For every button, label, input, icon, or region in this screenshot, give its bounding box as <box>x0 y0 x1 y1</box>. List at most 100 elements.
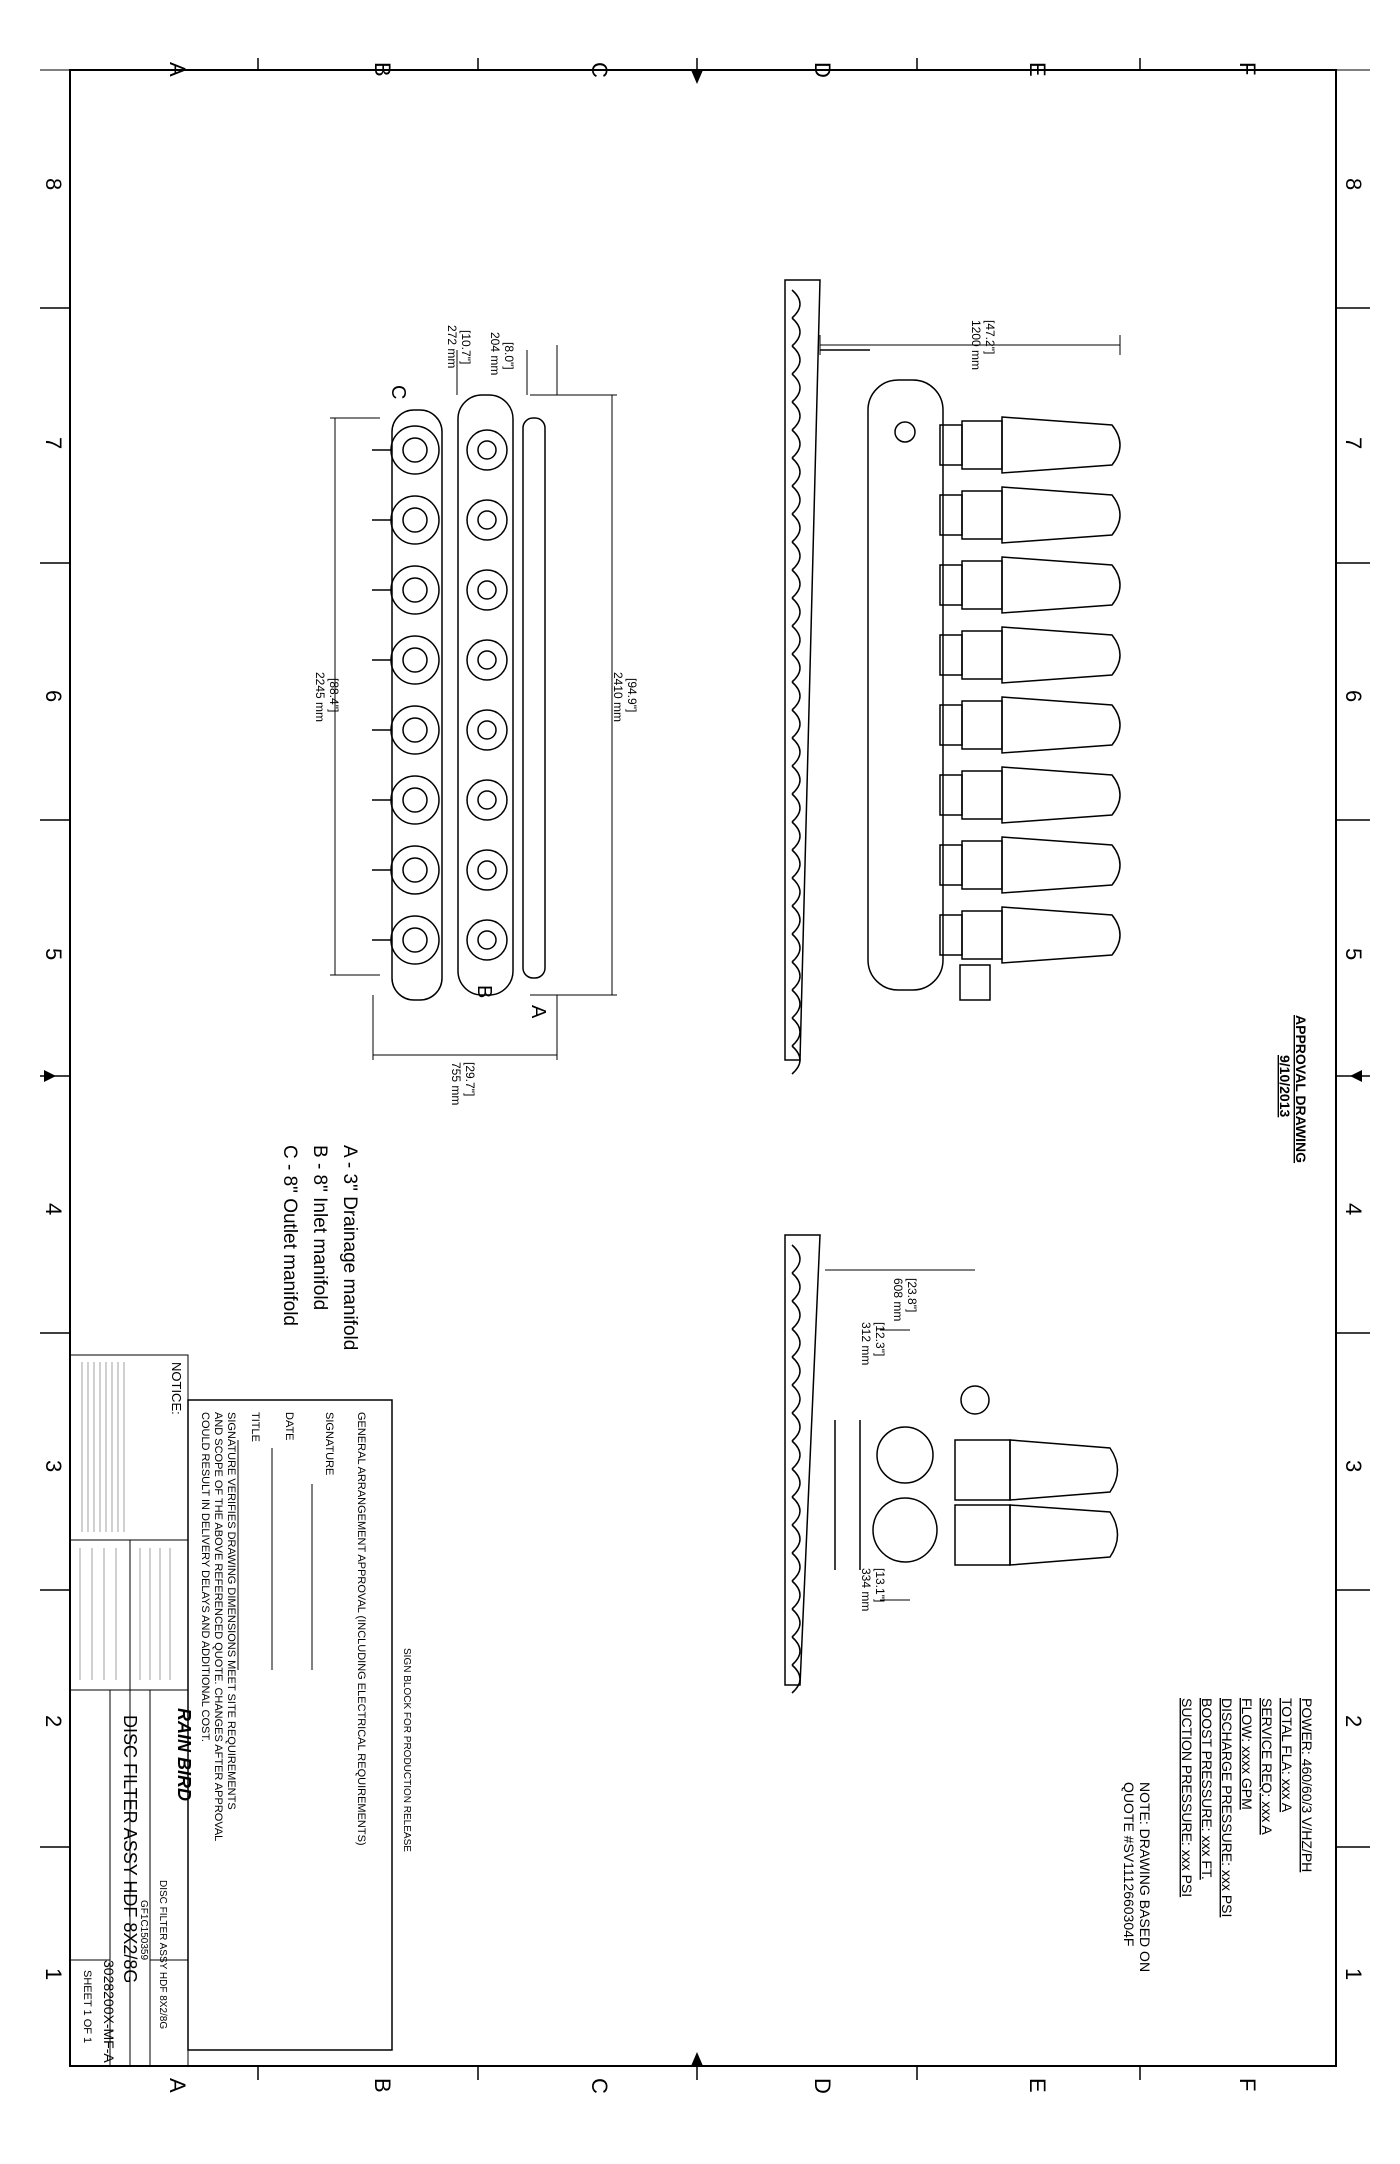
side-valve-head <box>961 630 1003 680</box>
dim-b-mm: 334 mm <box>859 1568 873 1611</box>
inlet-valve <box>466 639 508 681</box>
approval-heading: APPROVAL DRAWING 9/10/2013 <box>1277 1015 1309 1163</box>
slab-scallop <box>791 653 801 683</box>
zone-numbers-right: 8 7 6 5 4 3 2 1 <box>1341 178 1366 1980</box>
approval-date: 9/10/2013 <box>1277 1055 1293 1117</box>
outlet-valve-core <box>402 577 428 603</box>
slab-scallop <box>791 1468 801 1498</box>
slab-scallop <box>791 541 801 571</box>
slab-scallop <box>791 877 801 907</box>
inlet-valve-core <box>477 510 497 530</box>
slab-scallop <box>791 345 801 375</box>
end-outlet-circle <box>872 1497 938 1563</box>
inlet-valve <box>466 709 508 751</box>
side-valve-head <box>961 770 1003 820</box>
title-block-text: NOTICE: RAIN BIRD DISC FILTER ASSY HDF 8… <box>81 1362 194 2063</box>
zone-letter: E <box>1025 2078 1050 2093</box>
slab-scallop <box>791 1636 801 1666</box>
zone-letter: D <box>810 2078 835 2094</box>
dim-d1-mm: 204 mm <box>488 332 502 375</box>
side-manifold <box>867 379 944 991</box>
spec-line: BOOST PRESSURE: xxx FT. <box>1199 1698 1215 1880</box>
zone-number: 8 <box>41 178 66 190</box>
end-foundation-slab <box>784 1234 821 1686</box>
inlet-valve <box>466 849 508 891</box>
zone-number: 5 <box>1341 948 1366 960</box>
side-inlet-stub <box>959 964 991 1001</box>
center-arrows <box>44 70 1362 2066</box>
zone-letter: C <box>587 62 612 78</box>
zone-ticks <box>40 58 1370 2080</box>
inlet-valve <box>466 499 508 541</box>
slab-scallop <box>791 709 801 739</box>
dim-h-in: [23.8"] <box>905 1278 919 1312</box>
brand-logo: RAIN BIRD <box>174 1708 194 1801</box>
spec-line: TOTAL FLA: xxx A <box>1279 1698 1295 1813</box>
dim-height-in: [47.2"] <box>983 320 997 354</box>
spec-line: SUCTION PRESSURE: xxx PSI <box>1179 1698 1195 1897</box>
top-view-dimensions <box>330 345 617 1060</box>
part-no: GF1C150359 <box>138 1900 149 1960</box>
outlet-valve <box>390 495 440 545</box>
dim-len1-in: [88.4"] <box>327 678 341 712</box>
side-valve-head <box>961 560 1003 610</box>
outlet-valve <box>390 425 440 475</box>
inlet-valve <box>466 429 508 471</box>
sign-block-header: SIGN BLOCK FOR PRODUCTION RELEASE <box>401 1648 412 1852</box>
slab-scallop <box>791 1552 801 1582</box>
side-valve <box>894 421 916 443</box>
zone-number: 7 <box>1341 437 1366 449</box>
slab-hatching <box>791 289 801 1075</box>
end-view <box>784 1234 1119 1694</box>
outlet-valve-core <box>402 437 428 463</box>
legend-item: C - 8" Outlet manifold <box>279 1145 300 1326</box>
slab-scallop <box>791 905 801 935</box>
outlet-valve-core <box>402 927 428 953</box>
side-filter-array <box>939 416 1121 964</box>
drainage-manifold <box>522 417 546 979</box>
zone-letter: A <box>165 2078 190 2093</box>
drawing-title: DISC FILTER ASSY HDF 8X2/8G <box>120 1715 140 1983</box>
dim-len2-in: [94.9"] <box>625 678 639 712</box>
zone-number: 3 <box>1341 1460 1366 1472</box>
side-view-dimensions <box>819 335 1121 355</box>
outlet-valve <box>390 775 440 825</box>
spec-line: SERVICE REQ: xxx A <box>1259 1698 1275 1835</box>
slab-scallop <box>791 401 801 431</box>
slab-scallop <box>791 373 801 403</box>
spec-line: DISCHARGE PRESSURE: xxx PSI <box>1219 1698 1235 1917</box>
note-line: QUOTE #SV1112660304F <box>1121 1782 1137 1946</box>
end-inlet-circle <box>876 1426 934 1484</box>
slab-scallop <box>791 1524 801 1554</box>
zone-number: 8 <box>1341 178 1366 190</box>
slab-scallop <box>791 625 801 655</box>
zone-number: 4 <box>41 1203 66 1215</box>
outlet-valve <box>390 845 440 895</box>
slab-scallop <box>791 1300 801 1330</box>
slab-scallop <box>791 1608 801 1638</box>
zone-number: 2 <box>1341 1715 1366 1727</box>
zone-number: 3 <box>41 1460 66 1472</box>
filter-housing <box>1001 556 1121 614</box>
spec-line: POWER: 460/60/3 V/HZ/PH <box>1299 1698 1315 1872</box>
spec-line: FLOW: xxxx GPM <box>1239 1698 1255 1810</box>
slab-scallop <box>791 933 801 963</box>
zone-letter: A <box>165 62 190 77</box>
zone-letter: B <box>370 62 395 77</box>
end-slab-hatching <box>791 1244 801 1694</box>
dim-height-mm: 1200 mm <box>969 320 983 370</box>
zone-letter: F <box>1235 2078 1260 2091</box>
approval-title: APPROVAL DRAWING <box>1293 1015 1309 1163</box>
zone-letter: E <box>1025 62 1050 77</box>
slab-scallop <box>791 1328 801 1358</box>
slab-scallop <box>791 1356 801 1386</box>
filter-housing <box>1001 696 1121 754</box>
zone-number: 5 <box>41 948 66 960</box>
legend-item: A - 3" Drainage manifold <box>339 1145 360 1350</box>
slab-scallop <box>791 597 801 627</box>
sheet-no: SHEET 1 OF 1 <box>81 1970 93 2043</box>
slab-scallop <box>791 1412 801 1442</box>
inlet-valve-core <box>477 860 497 880</box>
inner-border <box>69 69 1337 2067</box>
